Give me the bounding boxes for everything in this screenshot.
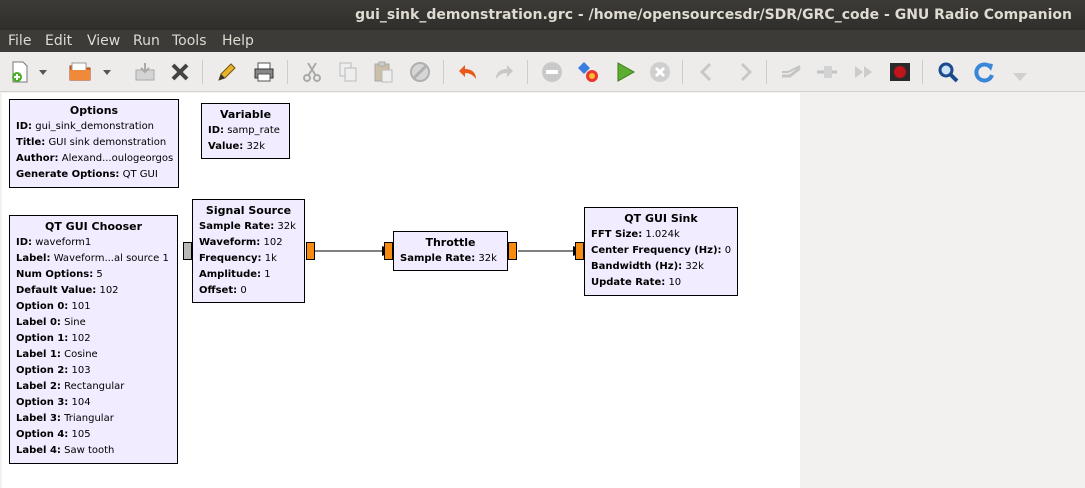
block-title: QT GUI Sink (624, 212, 698, 225)
menu-file[interactable]: File (8, 33, 32, 49)
param-sample-rate: Sample Rate: 32k (400, 253, 497, 264)
delete-icon[interactable] (406, 58, 434, 86)
toolbar-separator (287, 60, 288, 84)
menu-run[interactable]: Run (133, 33, 160, 49)
block-title: Options (69, 104, 119, 117)
stop-icon[interactable] (886, 58, 914, 86)
param-update-rate: Update Rate: 10 (591, 277, 682, 288)
rotate-right-icon[interactable] (731, 58, 759, 86)
save-icon[interactable] (131, 58, 159, 86)
block-title: Variable (219, 108, 272, 121)
execute-icon[interactable] (611, 58, 639, 86)
reload-icon[interactable] (970, 58, 998, 86)
param-label-1: Label 1: Cosine (16, 349, 98, 360)
qt-gui-chooser-block[interactable]: QT GUI Chooser ID: waveform1 Label: Wave… (9, 215, 178, 464)
menu-help[interactable]: Help (222, 33, 254, 49)
param-generate-options: Generate Options: QT GUI (16, 169, 158, 180)
throttle-block[interactable]: Throttle Sample Rate: 32k (393, 231, 508, 271)
qt-gui-sink-input-port[interactable] (575, 242, 584, 260)
close-icon[interactable] (166, 58, 194, 86)
paste-icon[interactable] (369, 58, 397, 86)
toolbar-separator (766, 60, 767, 84)
signal-source-output-port[interactable] (306, 242, 315, 260)
param-option-1: Option 1: 102 (16, 333, 91, 344)
variable-block[interactable]: Variable ID: samp_rate Value: 32k (201, 103, 290, 159)
window-title: gui_sink_demonstration.grc - /home/opens… (355, 7, 1072, 23)
param-amplitude: Amplitude: 1 (199, 269, 271, 280)
param-label-3: Label 3: Triangular (16, 413, 114, 424)
param-id: ID: samp_rate (208, 125, 280, 136)
param-sample-rate: Sample Rate: 32k (199, 221, 296, 232)
dropdown-icon[interactable] (36, 58, 50, 86)
menu-tools[interactable]: Tools (172, 33, 207, 49)
param-label-4: Label 4: Saw tooth (16, 445, 115, 456)
param-bandwidth: Bandwidth (Hz): 32k (591, 261, 704, 272)
param-value: Value: 32k (208, 141, 265, 152)
param-author: Author: Alexand...oulogeorgos (16, 153, 174, 164)
toolbar-separator (443, 60, 444, 84)
throttle-input-port[interactable] (384, 242, 393, 260)
new-icon[interactable] (6, 58, 34, 86)
param-label: Label: Waveform...al source 1 (16, 253, 169, 264)
param-option-2: Option 2: 103 (16, 365, 91, 376)
toolbar-separator (527, 60, 528, 84)
toolbar (0, 52, 1085, 92)
param-offset: Offset: 0 (199, 285, 247, 296)
menu-bar: File Edit View Run Tools Help (0, 30, 1085, 52)
param-label-0: Label 0: Sine (16, 317, 86, 328)
param-default-value: Default Value: 102 (16, 285, 119, 296)
back-icon[interactable] (1006, 58, 1034, 86)
dropdown-icon[interactable] (100, 58, 114, 86)
enable-icon[interactable] (777, 58, 805, 86)
throttle-output-port[interactable] (508, 242, 517, 260)
param-num-options: Num Options: 5 (16, 269, 103, 280)
menu-view[interactable]: View (87, 33, 121, 49)
toolbar-separator (202, 60, 203, 84)
param-fft-size: FFT Size: 1.024k (591, 229, 680, 240)
flowgraph-canvas[interactable]: Options ID: gui_sink_demonstration Title… (2, 93, 800, 488)
block-library-panel (800, 93, 1085, 488)
toolbar-separator (682, 60, 683, 84)
menu-edit[interactable]: Edit (45, 33, 73, 49)
param-option-4: Option 4: 105 (16, 429, 91, 440)
forward-icon[interactable] (850, 58, 878, 86)
block-title: QT GUI Chooser (44, 220, 143, 233)
param-option-3: Option 3: 104 (16, 397, 91, 408)
param-id: ID: gui_sink_demonstration (16, 121, 155, 132)
qt-gui-sink-block[interactable]: QT GUI Sink FFT Size: 1.024k Center Freq… (584, 207, 738, 296)
toolbar-separator (922, 60, 923, 84)
open-icon[interactable] (66, 58, 94, 86)
rotate-left-icon[interactable] (693, 58, 721, 86)
block-title: Throttle (425, 236, 476, 249)
param-frequency: Frequency: 1k (199, 253, 277, 264)
param-option-0: Option 0: 101 (16, 301, 91, 312)
param-id: ID: waveform1 (16, 237, 92, 248)
copy-icon[interactable] (334, 58, 362, 86)
cut-icon[interactable] (298, 58, 326, 86)
edit-icon[interactable] (213, 58, 241, 86)
undo-icon[interactable] (454, 58, 482, 86)
kill-icon[interactable] (646, 58, 674, 86)
signal-source-block[interactable]: Signal Source Sample Rate: 32k Waveform:… (192, 199, 305, 303)
bypass-icon[interactable] (813, 58, 841, 86)
signal-source-input-port[interactable] (183, 242, 192, 260)
window-title-bar: gui_sink_demonstration.grc - /home/opens… (0, 0, 1085, 30)
print-icon[interactable] (250, 58, 278, 86)
param-title: Title: GUI sink demonstration (16, 137, 167, 148)
options-block[interactable]: Options ID: gui_sink_demonstration Title… (9, 99, 179, 188)
disable-icon[interactable] (538, 58, 566, 86)
redo-icon[interactable] (490, 58, 518, 86)
generate-icon[interactable] (574, 58, 602, 86)
search-icon[interactable] (934, 58, 962, 86)
block-title: Signal Source (205, 204, 292, 217)
param-label-2: Label 2: Rectangular (16, 381, 125, 392)
param-waveform: Waveform: 102 (199, 237, 283, 248)
param-center-frequency: Center Frequency (Hz): 0 (591, 245, 732, 256)
